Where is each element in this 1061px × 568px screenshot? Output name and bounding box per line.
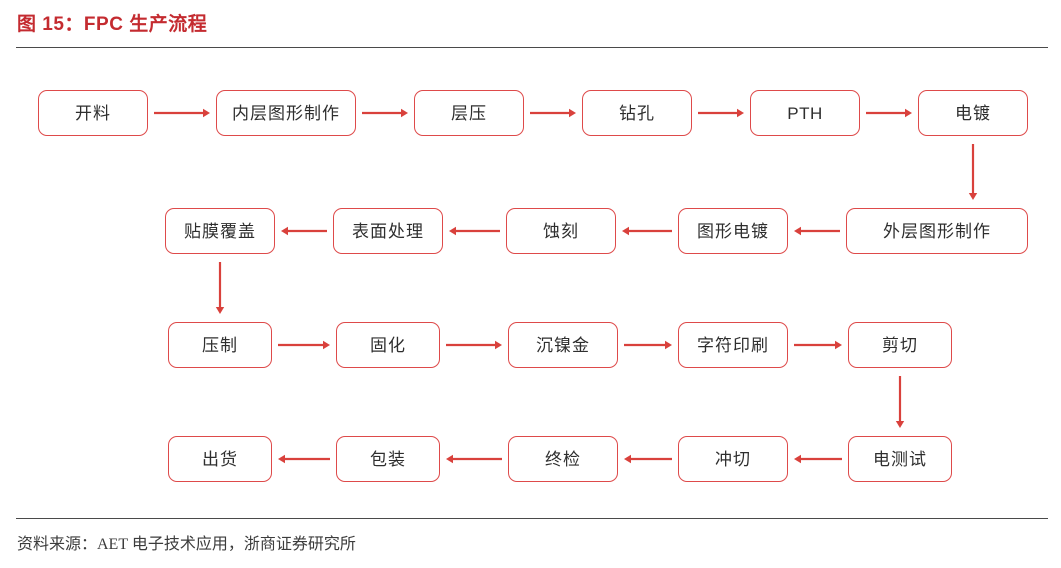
flow-node-n13[interactable]: 固化: [336, 322, 440, 368]
flow-node-n9[interactable]: 蚀刻: [506, 208, 616, 254]
flow-node-n16[interactable]: 剪切: [848, 322, 952, 368]
flow-node-n15[interactable]: 字符印刷: [678, 322, 788, 368]
flow-arrow-n2-to-n3: [362, 108, 408, 118]
flow-node-n21[interactable]: 电测试: [848, 436, 952, 482]
flow-node-label: 开料: [75, 103, 111, 123]
flow-node-n20[interactable]: 冲切: [678, 436, 788, 482]
flow-arrow-n16-to-n21: [895, 376, 905, 428]
flow-arrow-n6-to-n11: [968, 144, 978, 200]
flow-node-label: 电镀: [955, 103, 991, 123]
flow-node-label: 层压: [451, 103, 487, 123]
flow-arrow-n19-to-n18: [446, 454, 502, 464]
flow-node-label: PTH: [787, 103, 823, 123]
title-divider: [16, 47, 1048, 48]
flow-arrow-n1-to-n2: [154, 108, 210, 118]
flow-node-label: 钻孔: [619, 103, 655, 123]
flow-arrow-n21-to-n20: [794, 454, 842, 464]
flow-node-label: 电测试: [873, 449, 927, 469]
flow-node-label: 沉镍金: [536, 335, 590, 355]
flow-node-n17[interactable]: 出货: [168, 436, 272, 482]
flow-node-label: 表面处理: [352, 221, 424, 241]
page-title: 图 15：FPC 生产流程: [17, 14, 208, 35]
flow-arrow-n5-to-n6: [866, 108, 912, 118]
flow-arrow-n8-to-n7: [281, 226, 327, 236]
flow-node-n12[interactable]: 压制: [168, 322, 272, 368]
flow-node-n5[interactable]: PTH: [750, 90, 860, 136]
flow-arrow-n7-to-n12: [215, 262, 225, 314]
flow-node-label: 固化: [370, 335, 406, 355]
flow-arrow-n9-to-n8: [449, 226, 500, 236]
flow-arrow-n14-to-n15: [624, 340, 672, 350]
flow-node-label: 压制: [202, 335, 238, 355]
flow-arrow-n11-to-n10: [794, 226, 840, 236]
flow-node-n14[interactable]: 沉镍金: [508, 322, 618, 368]
flow-node-label: 冲切: [715, 449, 751, 469]
flow-node-label: 外层图形制作: [883, 221, 991, 241]
flow-node-n1[interactable]: 开料: [38, 90, 148, 136]
flow-node-label: 终检: [545, 449, 581, 469]
flow-node-label: 蚀刻: [543, 221, 579, 241]
flow-node-n8[interactable]: 表面处理: [333, 208, 443, 254]
flow-node-label: 包装: [370, 449, 406, 469]
flow-arrow-n18-to-n17: [278, 454, 330, 464]
flow-arrow-n13-to-n14: [446, 340, 502, 350]
flow-arrow-n4-to-n5: [698, 108, 744, 118]
source-note: 资料来源：AET 电子技术应用，浙商证券研究所: [17, 536, 356, 553]
flow-arrow-n3-to-n4: [530, 108, 576, 118]
flow-node-n18[interactable]: 包装: [336, 436, 440, 482]
flow-node-label: 内层图形制作: [232, 103, 340, 123]
flow-node-n6[interactable]: 电镀: [918, 90, 1028, 136]
footer-divider: [16, 518, 1048, 519]
flow-arrow-n20-to-n19: [624, 454, 672, 464]
flow-arrow-n15-to-n16: [794, 340, 842, 350]
flow-node-label: 贴膜覆盖: [184, 221, 256, 241]
flow-node-label: 出货: [202, 449, 238, 469]
flow-node-label: 图形电镀: [697, 221, 769, 241]
flow-node-label: 字符印刷: [697, 335, 769, 355]
flow-arrow-n12-to-n13: [278, 340, 330, 350]
flow-node-n7[interactable]: 贴膜覆盖: [165, 208, 275, 254]
flow-node-n3[interactable]: 层压: [414, 90, 524, 136]
flow-node-n10[interactable]: 图形电镀: [678, 208, 788, 254]
flow-node-n4[interactable]: 钻孔: [582, 90, 692, 136]
flow-node-n19[interactable]: 终检: [508, 436, 618, 482]
flow-node-n2[interactable]: 内层图形制作: [216, 90, 356, 136]
flow-node-n11[interactable]: 外层图形制作: [846, 208, 1028, 254]
flow-node-label: 剪切: [882, 335, 918, 355]
flow-arrow-n10-to-n9: [622, 226, 672, 236]
